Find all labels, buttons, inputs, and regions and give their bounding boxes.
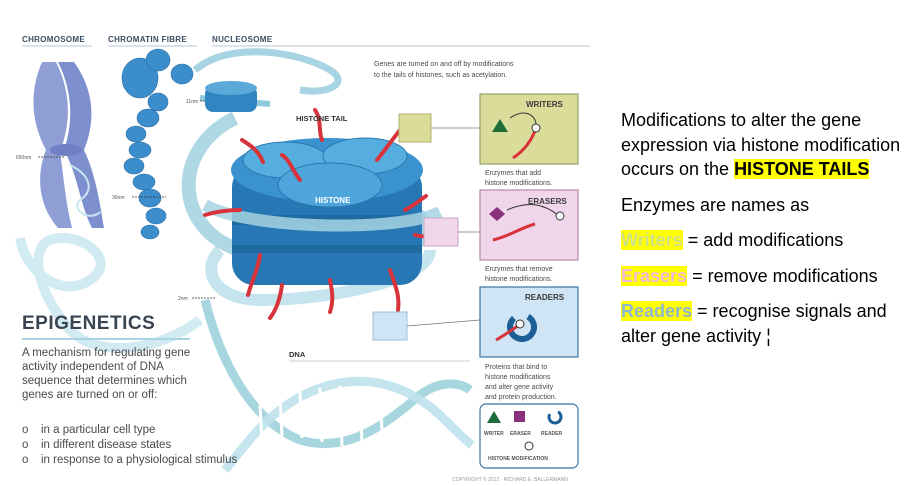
eraser-diamond-icon <box>489 207 505 221</box>
legend-writer-icon <box>487 411 501 423</box>
erasers-caption-2: histone modifications. <box>485 276 552 283</box>
scale-30nm: 30nm <box>112 195 125 201</box>
legend-writer-label: WRITER <box>484 431 504 437</box>
histone-label: HISTONE <box>315 196 351 205</box>
writers-title: WRITERS <box>526 100 564 109</box>
title-rule <box>22 338 190 340</box>
histone-tail-label: HISTONE TAIL <box>296 114 348 123</box>
readers-caption-1: Proteins that bind to <box>485 364 547 371</box>
header-nucleosome: NUCLEOSOME <box>212 35 273 44</box>
header-chromosome: CHROMOSOME <box>22 35 85 44</box>
erasers-panel: ERASERS <box>479 189 579 261</box>
notes-erasers: Erasers = remove modifications <box>621 265 878 286</box>
readers-caption-3: and alter gene activity <box>485 384 554 391</box>
writers-caption-2: histone modifications. <box>485 180 552 187</box>
notes-paragraph-2: Enzymes are names as <box>621 194 810 215</box>
legend-reader-label: READER <box>541 431 563 437</box>
legend-histone-mod-icon <box>524 441 534 451</box>
erasers-callout <box>423 217 459 247</box>
notes-readers: Readers = recognise signals and alter ge… <box>621 301 887 346</box>
intro-line-2: to the tails of histones, such as acetyl… <box>374 72 507 79</box>
epigenetics-figure: CHROMOSOME CHROMATIN FIBRE NUCLEOSOME 11… <box>15 35 590 483</box>
trailing-mark: ¦ <box>766 325 771 346</box>
writers-caption-1: Enzymes that add <box>485 170 541 177</box>
readers-panel: READERS <box>479 286 579 358</box>
scale-2nm: 2nm <box>178 296 188 302</box>
intro-line-1: Genes are turned on and off by modificat… <box>374 61 514 68</box>
scale-11nm: 11nm <box>186 99 198 105</box>
notes-panel: Modifications to alter the gene expressi… <box>621 108 911 359</box>
readers-title: READERS <box>525 293 565 302</box>
legend-box: WRITER ERASER READER HISTONE MODIFICATIO… <box>479 403 579 469</box>
writers-callout <box>398 113 432 143</box>
legend-reader-icon <box>547 409 563 425</box>
epigenetics-description: A mechanism for regulating gene activity… <box>22 347 191 401</box>
erasers-title: ERASERS <box>528 197 567 206</box>
writer-triangle-icon <box>492 119 508 132</box>
dna-helix <box>200 298 475 473</box>
histone-tails-highlight: HISTONE TAILS <box>734 159 870 179</box>
chromosome-illustration <box>33 62 104 228</box>
reader-ring-icon <box>507 312 537 342</box>
readers-caption-2: histone modifications <box>485 374 551 381</box>
notes-paragraph-1: Modifications to alter the gene expressi… <box>621 110 901 179</box>
scale-650nm: 650nm <box>16 155 31 161</box>
epigenetics-title: EPIGENETICS <box>22 313 156 334</box>
erasers-caption-1: Enzymes that remove <box>485 266 553 273</box>
header-chromatin-fibre: CHROMATIN FIBRE <box>108 35 187 44</box>
notes-writers: Writers = add modifications <box>621 230 844 250</box>
copyright: COPYRIGHT © 2012 · RICHARD E. BALLERMANN <box>452 476 568 483</box>
chromatin-fibre-illustration <box>121 48 194 240</box>
erasers-word: Erasers <box>621 265 688 286</box>
writers-panel: WRITERS <box>479 93 579 165</box>
small-nucleosome <box>205 81 257 112</box>
readers-word: Readers <box>621 301 693 321</box>
legend-histone-mod-label: HISTONE MODIFICATION <box>488 456 548 462</box>
legend-eraser-label: ERASER <box>510 431 531 437</box>
readers-callout <box>372 311 408 341</box>
legend-eraser-icon <box>514 411 525 422</box>
dna-label: DNA <box>289 350 306 359</box>
readers-caption-4: and protein production. <box>485 394 557 401</box>
writers-word: Writers <box>621 230 683 250</box>
